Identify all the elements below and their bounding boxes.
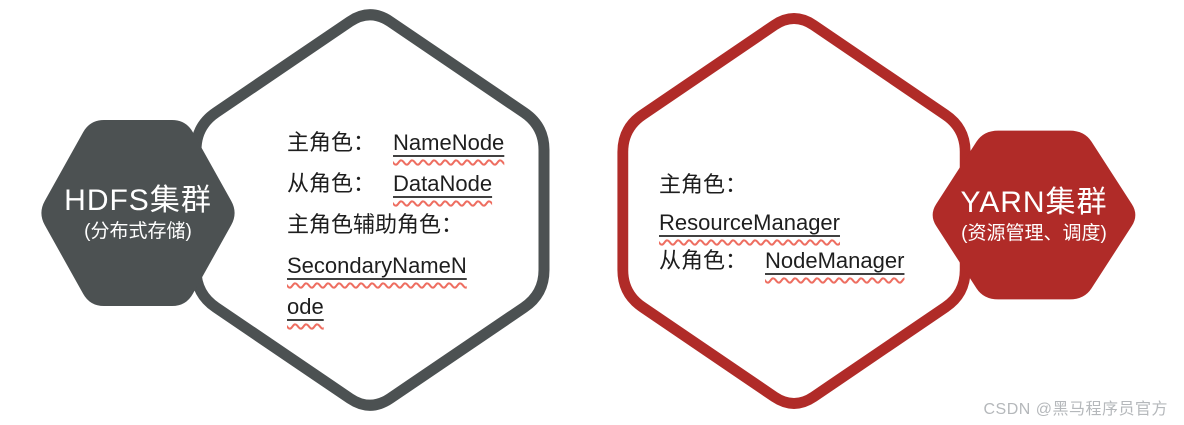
hdfs-slave-role-label: 从角色：: [287, 171, 376, 196]
yarn-master-role-label-line: 主角色：: [659, 166, 949, 204]
yarn-slave-role-term: NodeManager: [765, 248, 905, 273]
yarn-outline-path: [617, 13, 971, 409]
yarn-badge-path: [932, 130, 1136, 300]
hdfs-badge-path: [41, 119, 235, 307]
hdfs-master-role-label: 主角色：: [287, 130, 376, 155]
hdfs-aux-role-label-line: 主角色辅助角色：: [287, 204, 537, 245]
hdfs-roles-text: 主角色： NameNode 从角色： DataNode 主角色辅助角色： Secon…: [287, 122, 537, 327]
hdfs-master-role-line: 主角色： NameNode: [287, 122, 537, 163]
hdfs-aux-role-term: SecondaryNameNode: [287, 253, 467, 319]
hdfs-master-role-term: NameNode: [393, 130, 505, 155]
yarn-roles-text: 主角色： ResourceManager 从角色： NodeManager: [659, 166, 949, 280]
hdfs-aux-role-term-line: SecondaryNameNode: [287, 245, 477, 327]
yarn-master-role-term-line: ResourceManager: [659, 204, 949, 242]
yarn-master-role-term: ResourceManager: [659, 210, 840, 235]
hdfs-slave-role-term: DataNode: [393, 171, 493, 196]
hdfs-aux-role-label: 主角色辅助角色：: [287, 212, 464, 237]
hdfs-badge-hexagon: [41, 119, 235, 307]
yarn-slave-role-label: 从角色：: [659, 248, 748, 273]
yarn-cluster-outline-hexagon: [617, 13, 971, 409]
hdfs-slave-role-line: 从角色： DataNode: [287, 163, 537, 204]
yarn-slave-role-line: 从角色： NodeManager: [659, 242, 949, 280]
csdn-watermark: CSDN @黑马程序员官方: [983, 401, 1168, 418]
yarn-master-role-label: 主角色：: [659, 172, 748, 197]
yarn-badge-hexagon: [932, 130, 1136, 300]
